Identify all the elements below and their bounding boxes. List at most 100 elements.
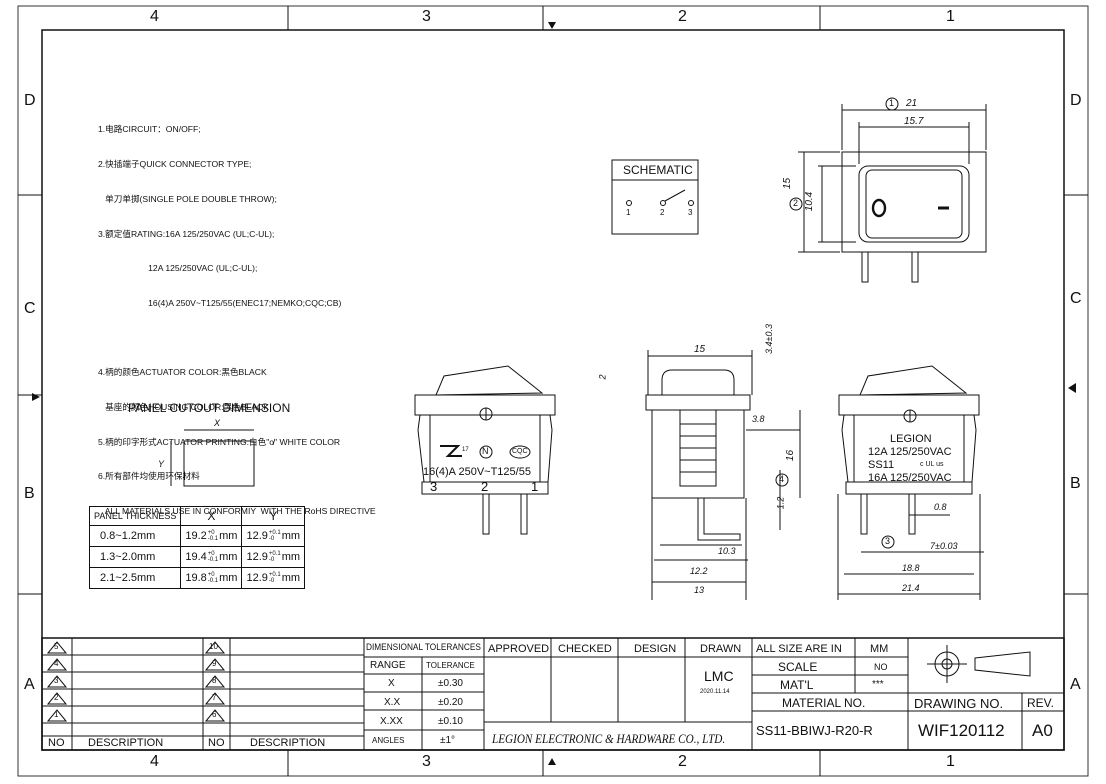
front-terminal-3: 3	[430, 479, 438, 494]
y-unit: mm	[281, 529, 301, 542]
no-header: NO	[48, 737, 65, 749]
rear-dim-7: 7±0.03	[930, 541, 958, 551]
y-value: 12.9	[246, 571, 268, 584]
x-unit: mm	[219, 529, 238, 542]
y-unit: mm	[281, 571, 301, 584]
rear-dim-tag-3: 3	[885, 536, 891, 546]
note-line: 4.柄的颜色ACTUATOR COLOR:黑色BLACK	[98, 367, 267, 378]
panel-cutout-title: PANEL CUTOUT DIMENSION	[128, 401, 291, 415]
zone-right-D: D	[1070, 92, 1082, 109]
note-line: 5.柄的印字形式ACTUATOR PRINTING:白色"o̸" WHITE C…	[98, 436, 341, 447]
rev-num-10: 10	[209, 642, 218, 651]
material-value: ***	[872, 679, 884, 690]
schematic-terminal-2: 2	[660, 208, 665, 217]
x-unit: mm	[219, 571, 238, 584]
schematic-terminal-1: 1	[626, 208, 631, 217]
front-mark-n: N	[482, 446, 489, 456]
col-panel-thickness: PANEL THICKNESS	[88, 506, 182, 526]
x-tol-up: +0	[207, 530, 215, 537]
description-header: DESCRIPTION	[88, 737, 164, 749]
x-tol-dn: -0.1	[207, 557, 219, 564]
drawing-no-value: WIF120112	[918, 721, 1005, 740]
thickness-cell: 0.8~1.2mm	[88, 525, 182, 547]
rear-dim-0-8: 0.8	[934, 502, 947, 512]
note-line	[98, 333, 376, 344]
rev-num-1: 1	[54, 710, 59, 719]
panel-thickness-table: PANEL THICKNESS X Y 0.8~1.2mm 19.2+0-0.1…	[88, 506, 306, 589]
col-x: X	[180, 506, 243, 526]
dim-15-7: 15.7	[904, 116, 924, 127]
rev-num-2: 2	[54, 693, 59, 702]
design-header: DESIGN	[634, 643, 677, 655]
y-tol-dn: -0	[268, 578, 275, 585]
approved-header: APPROVED	[488, 643, 550, 655]
note-line: 3.额定值RATING:16A 125/250VAC (UL;C-UL);	[98, 228, 275, 239]
side-dim-15: 15	[694, 344, 706, 355]
x-value: 19.2	[185, 529, 207, 542]
tol-range: X.XX	[380, 716, 403, 727]
rev-num-6: 6	[212, 710, 217, 719]
zone-right-B: B	[1070, 475, 1081, 492]
zone-left-B: B	[24, 485, 35, 502]
units-value: MM	[870, 643, 889, 655]
drawing-no-label: DRAWING NO.	[914, 696, 1004, 711]
rev-num-9: 9	[212, 659, 217, 668]
material-no-label: MATERIAL NO.	[782, 696, 866, 710]
note-line: 12A 125/250VAC (UL;C-UL);	[98, 263, 258, 274]
tol-range: X	[388, 678, 395, 689]
rear-ul-mark: c UL us	[920, 461, 944, 468]
y-value: 12.9	[246, 550, 268, 563]
rev-num-8: 8	[212, 676, 217, 685]
y-tol-up: +0.1	[268, 551, 281, 558]
x-value: 19.8	[185, 571, 207, 584]
front-terminal-1: 1	[531, 479, 539, 494]
side-dim-3-4: 3.4±0.3	[763, 324, 774, 354]
side-dim-16: 16	[785, 449, 797, 462]
material-label: MAT'L	[780, 678, 814, 692]
rear-dim-21-4: 21.4	[902, 583, 920, 593]
note-line: 6.所有部件均使用环保材料	[98, 471, 200, 482]
scale-value: NO	[874, 662, 888, 672]
note-line: 1.电路CIRCUIT：ON/OFF;	[98, 124, 201, 135]
no-header-b: NO	[208, 737, 225, 749]
side-dim-13: 13	[694, 585, 705, 595]
x-tol-dn: -0.1	[207, 536, 219, 543]
thickness-cell: 1.3~2.0mm	[88, 546, 182, 568]
side-dim-2: 2	[597, 374, 608, 380]
front-mark-17: 17	[462, 447, 469, 453]
schematic-title: SCHEMATIC	[623, 163, 693, 177]
cutout-y-label: Y	[158, 459, 165, 469]
zone-right-C: C	[1070, 290, 1082, 307]
scale-label: SCALE	[778, 660, 818, 674]
dim-10-4: 10.4	[804, 191, 816, 212]
side-dim-10-3: 10.3	[718, 546, 736, 556]
side-dim-tag-4: 4	[779, 474, 785, 484]
side-dim-1-2: 1.2	[775, 496, 786, 510]
tol-range-header: RANGE	[370, 660, 406, 671]
description-header-b: DESCRIPTION	[250, 737, 326, 749]
zone-top-4: 4	[150, 8, 159, 25]
x-cell: 19.4+0-0.1mm	[180, 546, 243, 568]
rev-num-4: 4	[54, 659, 59, 668]
rear-rating-16a: 16A 125/250VAC	[868, 472, 952, 484]
dim-21: 21	[906, 98, 918, 109]
rear-rating-12a: 12A 125/250VAC	[868, 446, 952, 458]
dim-15: 15	[782, 177, 794, 190]
rear-brand: LEGION	[890, 433, 932, 445]
note-line: 基座的颜色HOUSING COLOR:黑色BLACK	[98, 401, 269, 412]
rear-dim-18-8: 18.8	[902, 563, 920, 573]
tol-range: ANGLES	[372, 736, 405, 745]
rev-label: REV.	[1027, 696, 1054, 710]
material-no-value: SS11-BBIWJ-R20-R	[756, 723, 873, 738]
zone-top-1: 1	[946, 8, 955, 25]
tol-range: X.X	[384, 697, 401, 708]
dim-tag-1: 1	[889, 98, 895, 108]
drawn-by: LMC	[704, 668, 734, 684]
front-rating: 16(4)A 250V~T125/55	[423, 466, 531, 478]
schematic-terminal-3: 3	[688, 208, 693, 217]
